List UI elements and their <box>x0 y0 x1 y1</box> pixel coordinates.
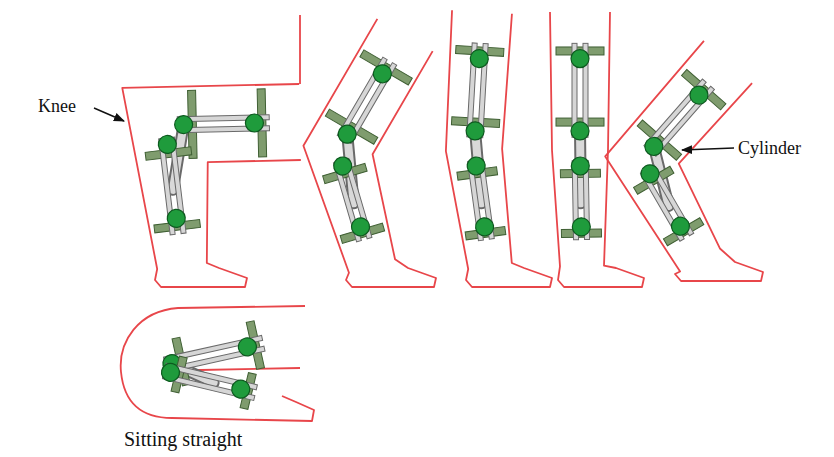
joint-disc <box>230 378 252 400</box>
device-link <box>627 155 705 247</box>
joint-disc <box>571 122 589 140</box>
joint-disc <box>571 157 589 175</box>
knee-exoskeleton <box>451 42 507 242</box>
green-strap <box>637 120 681 160</box>
knee-exoskeleton <box>556 43 604 240</box>
joint-disc <box>466 121 485 140</box>
joint-disc <box>668 214 693 239</box>
device-link <box>455 154 506 242</box>
joint-disc <box>157 134 177 154</box>
device-link <box>319 151 385 246</box>
joint-disc <box>470 49 489 68</box>
leg-outline <box>605 41 763 281</box>
part-label: Sitting straight <box>124 428 242 451</box>
device-link <box>319 47 414 156</box>
leg-outline <box>121 306 314 421</box>
leg-outline <box>446 10 552 287</box>
green-strap <box>682 70 726 110</box>
body-outline <box>299 15 301 84</box>
knee-leader-arrow <box>94 108 124 121</box>
cylinder-leader-arrow <box>682 148 734 150</box>
joint-disc <box>370 62 395 87</box>
joint-disc <box>641 134 666 159</box>
knee-exoskeleton <box>627 67 728 248</box>
leg-outline <box>550 12 644 287</box>
knee-exoskeleton <box>143 89 270 237</box>
joint-disc <box>638 161 663 186</box>
joint-disc <box>686 82 711 107</box>
device-link <box>158 353 260 410</box>
leg-outline <box>303 19 436 287</box>
joint-disc <box>572 218 590 236</box>
joint-disc <box>571 50 589 68</box>
knee-exoskeleton <box>158 320 269 410</box>
device-link <box>556 43 604 140</box>
joint-disc <box>174 115 192 133</box>
exoskeleton-devices <box>143 42 728 410</box>
part-label: Knee <box>38 96 76 117</box>
joint-disc <box>237 336 258 357</box>
device-link <box>451 42 505 141</box>
leg-outlines <box>121 10 763 421</box>
device-link <box>628 67 728 170</box>
joint-disc <box>332 155 354 177</box>
knee-exoskeleton <box>319 47 414 246</box>
joint-disc <box>474 217 494 237</box>
device-link <box>560 157 601 240</box>
joint-disc <box>335 122 360 147</box>
joint-disc <box>160 362 182 384</box>
joint-disc <box>166 208 186 228</box>
joint-disc <box>245 114 263 132</box>
leg-outline <box>122 84 301 287</box>
part-label: Cylinder <box>738 138 801 159</box>
joint-disc <box>349 216 371 238</box>
device-link <box>143 133 201 237</box>
joint-disc <box>466 156 486 176</box>
